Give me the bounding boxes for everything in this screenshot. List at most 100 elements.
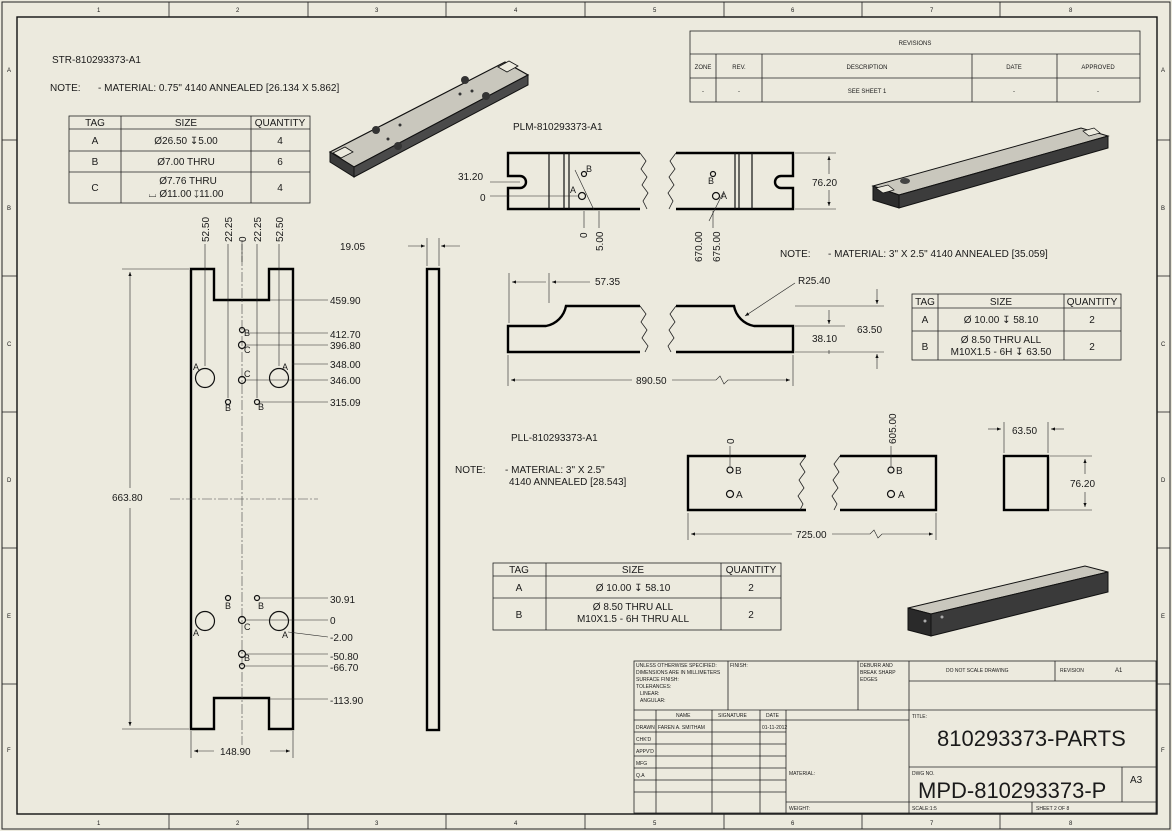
str-side-view: 19.05 bbox=[340, 238, 460, 732]
svg-text:M10X1.5 - 6H THRU ALL: M10X1.5 - 6H THRU ALL bbox=[577, 614, 690, 625]
svg-text:-: - bbox=[702, 89, 704, 95]
str-top-dims: 52.50 22.25 0 22.25 52.50 bbox=[201, 217, 286, 398]
str-width-dim: 148.90 bbox=[190, 731, 294, 758]
svg-text:4: 4 bbox=[277, 183, 283, 194]
svg-text:A1: A1 bbox=[1115, 668, 1123, 674]
svg-text:B: B bbox=[735, 466, 742, 477]
str-isometric-view bbox=[328, 60, 530, 178]
svg-text:A: A bbox=[193, 628, 199, 638]
svg-text:-: - bbox=[1013, 89, 1015, 95]
svg-text:C: C bbox=[91, 183, 98, 194]
revisions-title: REVISIONS bbox=[899, 41, 932, 47]
svg-text:SIZE: SIZE bbox=[622, 565, 645, 576]
svg-text:A: A bbox=[7, 68, 11, 74]
svg-text:B: B bbox=[708, 176, 714, 186]
svg-text:WEIGHT:: WEIGHT: bbox=[789, 806, 810, 812]
svg-text:A: A bbox=[282, 630, 288, 640]
str-height-dim: 663.80 bbox=[112, 268, 189, 730]
svg-text:Ø7.76 THRU: Ø7.76 THRU bbox=[159, 176, 217, 187]
plm-hole-table: TAG SIZE QUANTITY A Ø 10.00 ↧ 58.10 2 B … bbox=[911, 293, 1122, 361]
svg-text:5.00: 5.00 bbox=[595, 231, 606, 251]
str-front-view: A A A A C C C B B B B B B bbox=[170, 240, 318, 745]
svg-text:2: 2 bbox=[1089, 315, 1095, 326]
svg-text:E: E bbox=[7, 614, 11, 620]
svg-text:SIZE: SIZE bbox=[175, 118, 198, 129]
svg-text:5: 5 bbox=[653, 8, 657, 14]
svg-text:D: D bbox=[1161, 478, 1166, 484]
svg-text:C: C bbox=[1161, 342, 1166, 348]
svg-text:A: A bbox=[92, 136, 99, 147]
svg-text:57.35: 57.35 bbox=[595, 277, 620, 288]
svg-text:0: 0 bbox=[480, 193, 486, 204]
svg-text:APPROVED: APPROVED bbox=[1081, 65, 1115, 71]
svg-text:A: A bbox=[282, 362, 288, 372]
svg-text:3: 3 bbox=[375, 8, 379, 14]
revisions-table: REVISIONS ZONE REV. DESCRIPTION DATE APP… bbox=[689, 30, 1141, 103]
svg-text:UNLESS OTHERWISE SPECIFIED:: UNLESS OTHERWISE SPECIFIED: bbox=[636, 663, 717, 669]
svg-text:1: 1 bbox=[97, 821, 101, 827]
svg-text:76.20: 76.20 bbox=[812, 178, 837, 189]
svg-text:1: 1 bbox=[97, 8, 101, 14]
svg-text:MFG: MFG bbox=[636, 761, 647, 767]
svg-text:2: 2 bbox=[748, 583, 754, 594]
svg-text:3: 3 bbox=[375, 821, 379, 827]
svg-text:A: A bbox=[721, 191, 727, 201]
svg-text:63.50: 63.50 bbox=[1012, 426, 1037, 437]
svg-text:C: C bbox=[244, 369, 251, 379]
svg-text:8: 8 bbox=[1069, 8, 1073, 14]
svg-text:DATE: DATE bbox=[766, 713, 780, 719]
svg-text:APPV'D: APPV'D bbox=[636, 749, 654, 755]
pll-note-label: NOTE: bbox=[455, 465, 486, 476]
svg-text:148.90: 148.90 bbox=[220, 747, 251, 758]
svg-text:31.20: 31.20 bbox=[458, 172, 483, 183]
svg-text:R25.40: R25.40 bbox=[798, 276, 831, 287]
svg-text:6: 6 bbox=[791, 8, 795, 14]
svg-text:605.00: 605.00 bbox=[888, 413, 899, 444]
svg-text:FINISH:: FINISH: bbox=[730, 663, 748, 669]
plm-top-view-left: B A 31.20 0 0 5.00 bbox=[458, 151, 649, 251]
str-title: STR-810293373-A1 bbox=[52, 55, 141, 66]
svg-text:REV.: REV. bbox=[732, 65, 746, 71]
svg-text:D: D bbox=[7, 478, 12, 484]
svg-text:DEBURR AND: DEBURR AND bbox=[860, 663, 893, 669]
svg-text:-113.90: -113.90 bbox=[330, 696, 364, 707]
svg-text:Q.A: Q.A bbox=[636, 773, 645, 779]
str-hole-table: TAG SIZE QUANTITY A Ø26.50 ↧5.00 4 B Ø7.… bbox=[68, 115, 311, 204]
pll-note-line1: - MATERIAL: 3" X 2.5" bbox=[505, 465, 605, 476]
pll-title: PLL-810293373-A1 bbox=[511, 433, 598, 444]
svg-text:5: 5 bbox=[653, 821, 657, 827]
svg-text:2: 2 bbox=[236, 821, 240, 827]
svg-text:22.25: 22.25 bbox=[253, 217, 264, 242]
plm-length-dim: 890.50 bbox=[507, 355, 794, 387]
svg-text:REVISION: REVISION bbox=[1060, 668, 1084, 674]
svg-text:TITLE:: TITLE: bbox=[912, 714, 927, 720]
svg-text:C: C bbox=[244, 622, 251, 632]
svg-text:30.91: 30.91 bbox=[330, 595, 355, 606]
svg-text:SEE SHEET 1: SEE SHEET 1 bbox=[848, 89, 887, 95]
svg-text:SIZE: SIZE bbox=[990, 297, 1013, 308]
svg-text:A: A bbox=[193, 362, 199, 372]
svg-text:DIMENSIONS ARE IN MILLIMETERS: DIMENSIONS ARE IN MILLIMETERS bbox=[636, 670, 721, 676]
svg-text:SURFACE FINISH:: SURFACE FINISH: bbox=[636, 677, 679, 683]
svg-text:4: 4 bbox=[277, 136, 283, 147]
svg-text:C: C bbox=[244, 345, 251, 355]
svg-text:663.80: 663.80 bbox=[112, 493, 143, 504]
svg-text:B: B bbox=[244, 653, 250, 663]
svg-text:E: E bbox=[1161, 614, 1165, 620]
svg-text:⌴ Ø11.00 ↧11.00: ⌴ Ø11.00 ↧11.00 bbox=[149, 189, 224, 200]
svg-text:412.70: 412.70 bbox=[330, 330, 361, 341]
svg-text:Ø 8.50 THRU ALL: Ø 8.50 THRU ALL bbox=[593, 602, 674, 613]
svg-text:B: B bbox=[258, 601, 264, 611]
svg-text:ANGULAR:: ANGULAR: bbox=[640, 698, 666, 704]
svg-text:DESCRIPTION: DESCRIPTION bbox=[846, 65, 887, 71]
svg-text:670.00: 670.00 bbox=[694, 231, 705, 262]
svg-text:DRAWN: DRAWN bbox=[636, 725, 655, 731]
svg-text:348.00: 348.00 bbox=[330, 360, 361, 371]
drawing-number: MPD-810293373-P bbox=[918, 778, 1106, 803]
svg-text:B: B bbox=[586, 164, 592, 174]
svg-text:F: F bbox=[1161, 748, 1165, 754]
drawing-title: 810293373-PARTS bbox=[937, 726, 1126, 751]
svg-text:7: 7 bbox=[930, 8, 934, 14]
